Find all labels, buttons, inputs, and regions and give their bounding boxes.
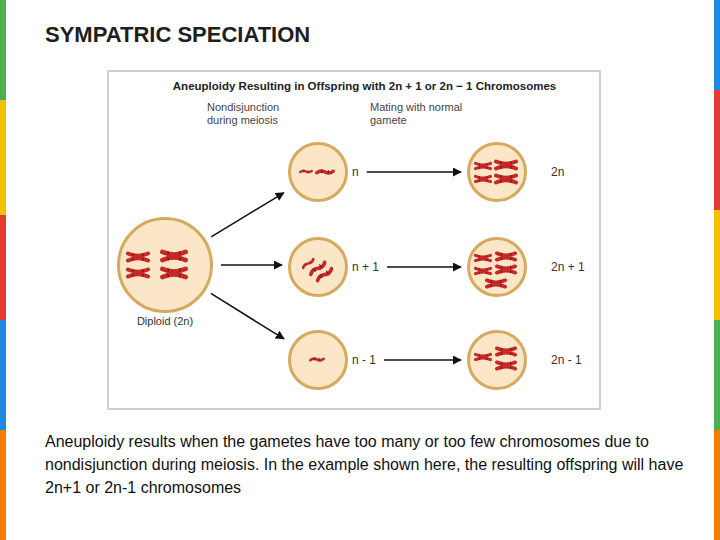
cell-circle: 2n [467,142,564,202]
cell-circle-outline [290,239,347,296]
slide-title: SYMPATRIC SPECIATION [45,22,310,48]
edge-stripe [714,0,720,90]
cell-circle-outline [290,144,347,201]
column-header: Nondisjunction during meiosis [207,101,303,127]
edge-stripe [714,320,720,430]
cell-outline [117,217,213,313]
cell-label: 2n - 1 [551,353,582,367]
edge-stripe [0,100,6,215]
edge-stripe [0,320,6,430]
arrow-connector [387,266,461,268]
cell-label: n [352,165,359,179]
cell-label: 2n [551,165,564,179]
figure-heading: Aneuploidy Resulting in Offspring with 2… [137,80,592,94]
label-holder: Mating with normal gamete [370,101,466,127]
cell-label: n - 1 [352,353,376,367]
figure-frame: Diploid (2n) n n + 1 n - 1 2n 2n + 1 2n - 1 Ane… [107,70,601,410]
cell-circle-outline [469,144,526,201]
cell-outline [467,237,527,297]
cell-circle: 2n - 1 [467,330,582,390]
column-header: Mating with normal gamete [370,101,466,127]
arrow-connector [367,171,461,173]
edge-stripe [714,90,720,210]
title-holder: SYMPATRIC SPECIATION [45,22,310,48]
cell-circle: n + 1 [288,237,379,297]
edge-stripe [714,210,720,320]
cell-outline [288,142,348,202]
cell-circle-outline [469,332,526,389]
edge-stripe [0,0,6,100]
cell-circle: n - 1 [288,330,376,390]
cell-circle: 2n + 1 [467,237,585,297]
cell-label: n + 1 [352,260,379,274]
cell-circle-outline [290,332,347,389]
arrow-connector [211,293,284,338]
cell-label: 2n + 1 [551,260,585,274]
edge-stripe [714,430,720,540]
edge-stripe [0,430,6,540]
slide-caption: Aneuploidy results when the gametes have… [45,430,695,500]
cell-circle-outline [469,239,526,296]
cell-circle: n [288,142,359,202]
cell-label: Diploid (2n) [137,315,193,328]
arrow-connector [384,359,461,361]
cell-outline [288,330,348,390]
cell-outline [467,142,527,202]
cell-circle-outline [119,219,212,312]
arrow-connector [211,193,284,237]
label-holder: Nondisjunction during meiosis [207,101,303,127]
cell-outline [288,237,348,297]
edge-stripe [0,215,6,320]
cell-circle: Diploid (2n) [117,217,213,328]
arrow-connector [221,264,282,266]
cell-outline [467,330,527,390]
caption-holder: Aneuploidy results when the gametes have… [45,430,695,500]
